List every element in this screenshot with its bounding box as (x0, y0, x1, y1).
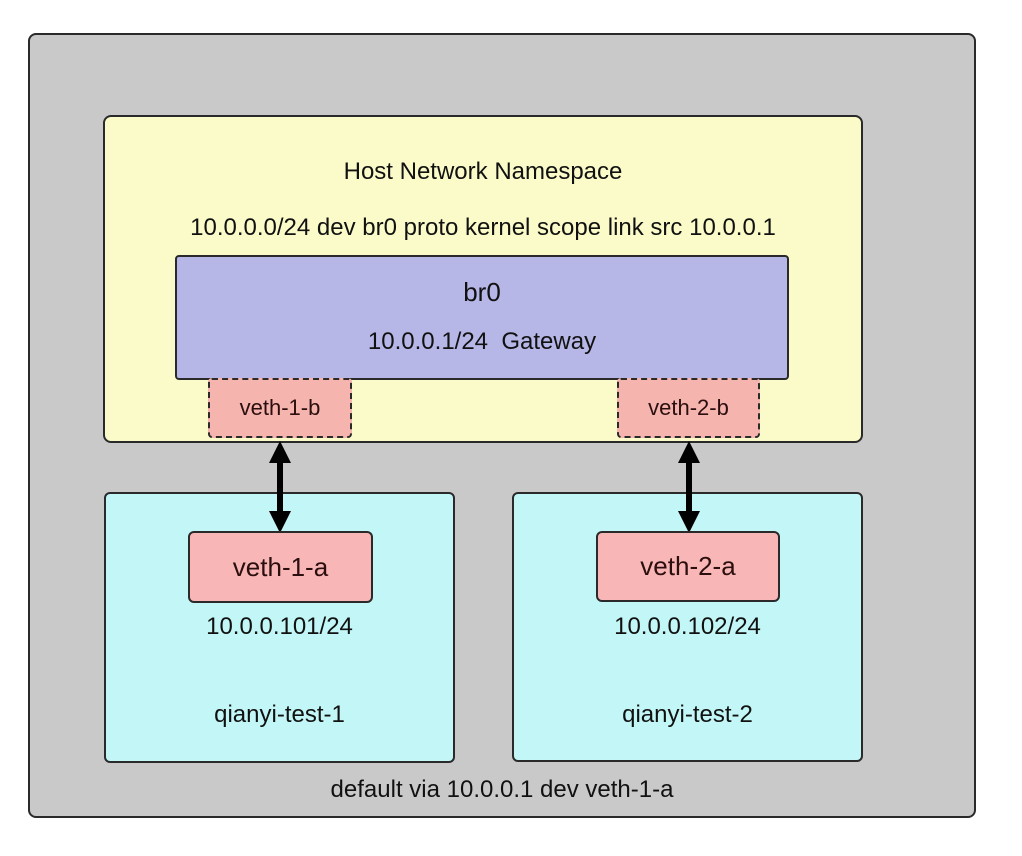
host-namespace-title: Host Network Namespace (343, 158, 623, 185)
default-route-text: default via 10.0.0.1 dev veth-1-a (330, 776, 674, 803)
veth-interface-1a: veth-1-a (188, 531, 373, 603)
container-2-ip: 10.0.0.102/24 (614, 613, 761, 640)
container-2-name: qianyi-test-2 (622, 701, 753, 728)
veth-port-1b-label: veth-1-b (239, 395, 321, 420)
veth-interface-2a-label: veth-2-a (640, 551, 736, 581)
veth-port-2b-label: veth-2-b (648, 395, 729, 420)
bridge-br0-box (175, 255, 789, 380)
container-1-ip: 10.0.0.101/24 (206, 613, 353, 640)
veth-pair-2-arrow (678, 441, 700, 533)
bridge-gateway-address: 10.0.0.1/24 Gateway (367, 328, 597, 355)
kernel-route-text: 10.0.0.0/24 dev br0 proto kernel scope l… (190, 214, 776, 241)
veth-pair-1-arrow (269, 441, 291, 533)
veth-port-2b: veth-2-b (617, 378, 760, 438)
veth-port-1b: veth-1-b (208, 378, 352, 438)
veth-interface-2a: veth-2-a (596, 531, 780, 602)
container-1-name: qianyi-test-1 (214, 701, 345, 728)
veth-interface-1a-label: veth-1-a (232, 551, 329, 582)
bridge-name: br0 (463, 277, 501, 307)
